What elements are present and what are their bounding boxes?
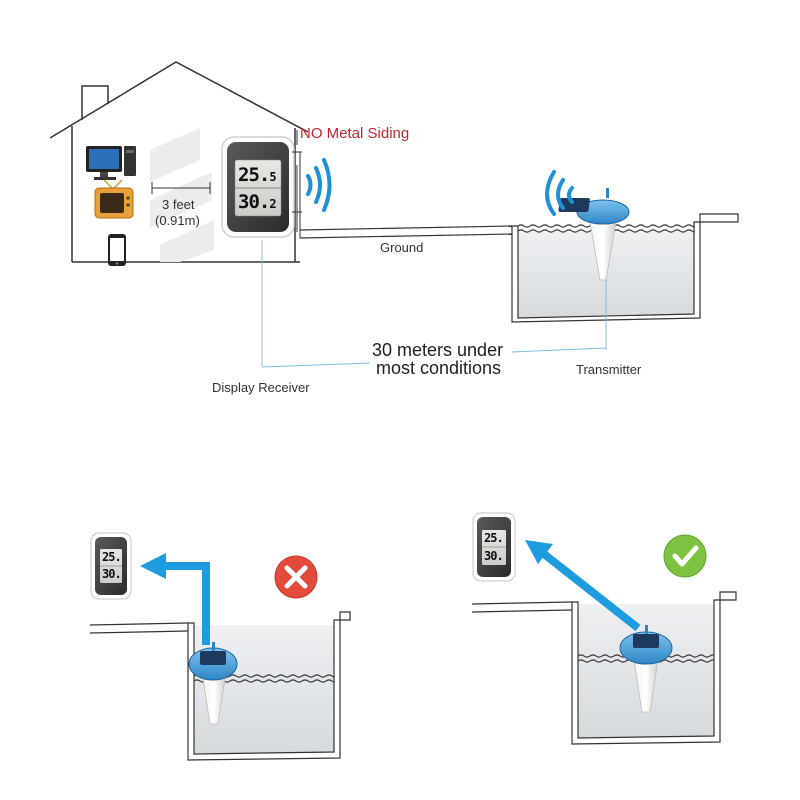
lcd-reading-top-main: 25. — [238, 164, 270, 186]
small-lcd-top: 25. — [102, 550, 122, 564]
signal-arrow-blocked — [140, 553, 210, 645]
display-receiver-device — [221, 136, 295, 238]
distance-marker — [151, 182, 211, 194]
ground-line — [299, 225, 513, 239]
small-lcd-bottom: 30. — [484, 549, 504, 563]
range-label-line2: most conditions — [376, 358, 502, 378]
phone-icon — [108, 234, 126, 266]
distance-meters-label: (0.91m) — [155, 213, 200, 228]
pool-top — [511, 213, 739, 323]
cross-icon — [274, 555, 318, 599]
range-label-line1: 30 meters under — [372, 340, 504, 360]
pool-correct — [471, 591, 737, 745]
tv-icon — [94, 179, 134, 219]
lcd-reading-top-decimal: 5 — [269, 170, 276, 184]
range-connector — [261, 240, 607, 368]
small-display-device — [472, 512, 516, 582]
lcd-reading-bottom-decimal: 2 — [269, 197, 276, 211]
transmitter-float — [188, 642, 238, 725]
transmitter-label: Transmitter — [576, 362, 642, 377]
signal-arrow-clear — [525, 540, 641, 632]
lcd-reading-top: 25.5 — [238, 164, 277, 186]
lcd-reading-bottom-main: 30. — [238, 191, 270, 213]
transmitter-float — [558, 188, 630, 281]
computer-icon — [86, 146, 136, 180]
lcd-reading-bottom: 30.2 — [238, 191, 277, 213]
small-display-device — [90, 532, 132, 600]
ground-label: Ground — [380, 240, 424, 255]
house — [49, 61, 309, 263]
wifi-signal-icon — [306, 158, 332, 212]
display-receiver-label: Display Receiver — [212, 380, 310, 395]
transmitter-float — [619, 625, 673, 713]
check-icon — [663, 534, 707, 578]
small-lcd-bottom: 30. — [102, 567, 122, 581]
siding-bracket — [292, 130, 302, 232]
no-metal-siding-label: NO Metal Siding — [300, 125, 410, 142]
small-lcd-top: 25. — [484, 531, 504, 545]
distance-feet-label: 3 feet — [162, 197, 195, 212]
wifi-signal-icon — [545, 170, 574, 216]
